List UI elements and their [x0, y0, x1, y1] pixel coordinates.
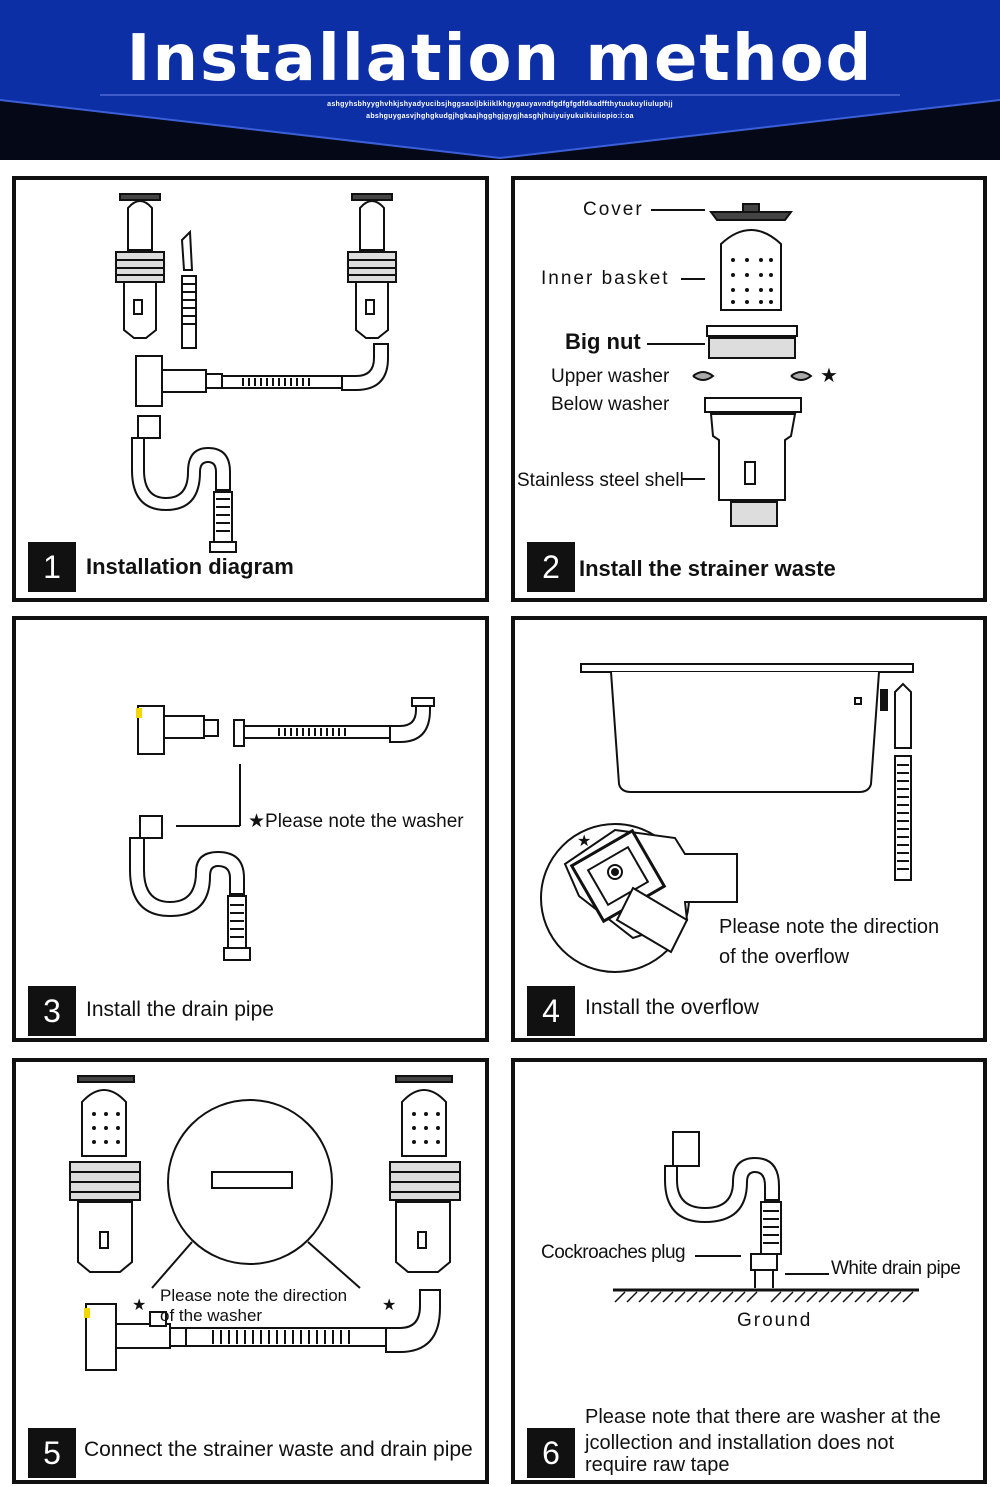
basket-holes	[731, 258, 773, 304]
label-stainless-shell: Stainless steel shell	[517, 470, 684, 491]
installation-diagram-illustration	[115, 193, 397, 553]
label-ground: Ground	[737, 1310, 813, 1331]
step-number-3: 3	[28, 986, 76, 1036]
overflow-illustration: ★	[540, 663, 914, 973]
label-cover: Cover	[583, 199, 644, 220]
step-caption-4: Install the overflow	[585, 996, 759, 1019]
step-number-4: 4	[527, 986, 575, 1036]
step-caption-2: Install the strainer waste	[579, 556, 836, 581]
note-washer: ★Please note the washer	[248, 811, 464, 832]
step-caption-6-line-1: Please note that there are washer at the	[585, 1406, 941, 1428]
drain-pipe-illustration	[129, 697, 435, 961]
svg-text:★: ★	[132, 1295, 146, 1314]
svg-text:★: ★	[577, 831, 591, 850]
note-washer-direction-line-2: of the washer	[160, 1306, 263, 1325]
panel-washer-note: Cockroaches plug White drain pipe Ground…	[511, 1058, 987, 1484]
ground-hatching	[614, 1291, 914, 1303]
page-title: Installation method	[126, 22, 874, 96]
panel-install-overflow: ★ Please note the direction of the overf…	[511, 616, 987, 1042]
panel-install-drain-pipe: ★Please note the washer 3 Install the dr…	[12, 616, 489, 1042]
corrugation-marks	[216, 378, 310, 532]
note-overflow-line-1: Please note the direction	[719, 916, 940, 938]
subtitle-line-1: ashgyhsbhyyghvhkjshyadyucibsjhggsaoljbki…	[327, 101, 673, 108]
svg-text:★: ★	[820, 363, 838, 387]
label-below-washer: Below washer	[551, 394, 670, 415]
note-overflow-line-2: of the overflow	[719, 946, 850, 968]
step-caption-3: Install the drain pipe	[86, 998, 274, 1021]
subtitle-line-2: abshguygasvjhghgkudgjhgkaajhgghgjgygjhas…	[366, 113, 634, 120]
label-white-drain-pipe: White drain pipe	[831, 1258, 961, 1279]
connect-illustration: ★ ★	[69, 1075, 461, 1371]
panel-installation-diagram: 1 Installation diagram	[12, 176, 489, 602]
label-inner-basket: Inner basket	[541, 268, 670, 289]
strainer-exploded-illustration: ★	[647, 203, 838, 527]
step-caption-5: Connect the strainer waste and drain pip…	[84, 1438, 473, 1461]
trap-ground-illustration	[613, 1131, 919, 1303]
step-caption-6-line-2: jcollection and installation does not	[585, 1432, 895, 1454]
header-background	[0, 0, 1000, 160]
step-number-6: 6	[527, 1428, 575, 1478]
panel-install-strainer: ★ Cover Inner basket Big nut Upper washe…	[511, 176, 987, 602]
drain-corrugation	[230, 728, 346, 938]
label-upper-washer: Upper washer	[551, 366, 670, 387]
connect-dots	[92, 1112, 440, 1344]
label-cockroaches-plug: Cockroaches plug	[541, 1242, 686, 1263]
label-big-nut: Big nut	[565, 329, 641, 354]
panel-connect-strainer-drain: ★ ★ Please note the direction of the was…	[12, 1058, 489, 1484]
note-washer-direction-line-1: Please note the direction	[160, 1286, 348, 1305]
step-number-2: 2	[527, 542, 575, 592]
step-caption-6-line-3: require raw tape	[585, 1454, 730, 1476]
header-banner: Installation method ashgyhsbhyyghvhkjshy…	[0, 0, 1000, 160]
overflow-corrugation	[897, 764, 909, 870]
step-number-1: 1	[28, 542, 76, 592]
trap-corrugation	[763, 1210, 779, 1244]
step-caption-1: Installation diagram	[86, 554, 294, 579]
step-number-5: 5	[28, 1428, 76, 1478]
svg-text:★: ★	[382, 1295, 396, 1314]
